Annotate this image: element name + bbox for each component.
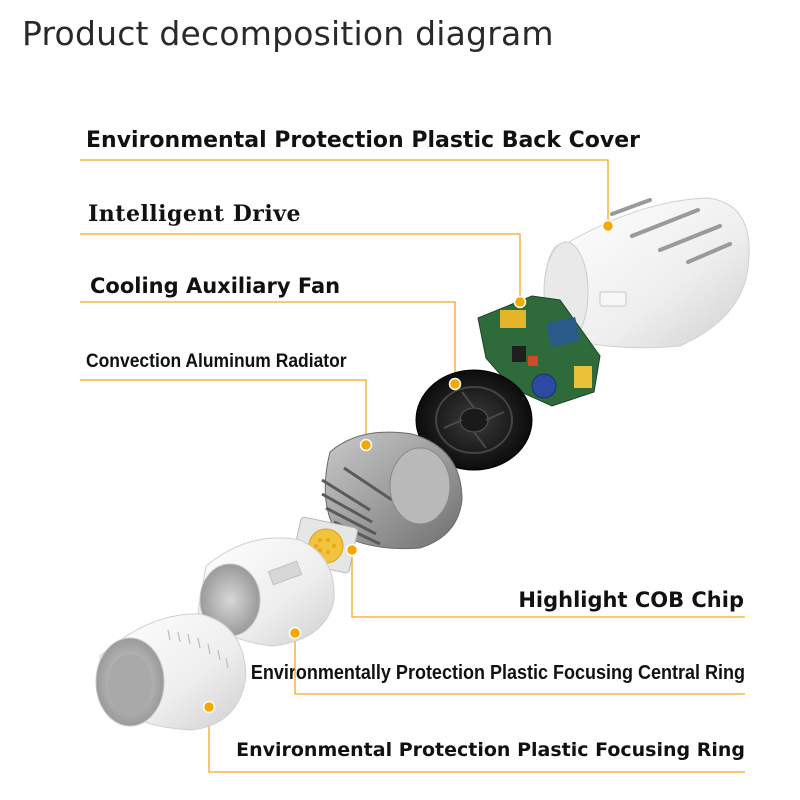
leader-line-central-ring (294, 633, 745, 695)
page-title: Product decomposition diagram (22, 14, 554, 53)
central-ring-part (197, 537, 335, 647)
label-back-cover: Environmental Protection Plastic Back Co… (86, 128, 641, 153)
label-cooling-fan: Cooling Auxiliary Fan (90, 274, 341, 298)
leader-line-focusing-ring (208, 707, 745, 773)
leader-lines (80, 159, 745, 773)
label-cob-chip: Highlight COB Chip (518, 588, 744, 612)
focusing-ring-part (95, 613, 247, 731)
aluminum-radiator-part (321, 431, 463, 550)
label-radiator: Convection Aluminum Radiator (86, 351, 347, 372)
marker-cob-chip (345, 543, 359, 557)
marker-intelligent-drive (513, 295, 527, 309)
callout-markers (202, 219, 615, 714)
marker-central-ring (288, 626, 302, 640)
leader-line-intelligent-drive (80, 233, 521, 300)
marker-radiator (359, 438, 373, 452)
marker-focusing-ring (202, 700, 216, 714)
leader-line-cob-chip (351, 550, 745, 618)
leader-line-back-cover (80, 159, 609, 226)
leader-line-radiator (80, 379, 367, 444)
label-intelligent-drive: Intelligent Drive (88, 201, 302, 227)
pcb-driver-part (477, 295, 601, 407)
marker-cooling-fan (448, 377, 462, 391)
label-central-ring: Environmentally Protection Plastic Focus… (250, 662, 745, 684)
cooling-fan-part (415, 369, 533, 471)
leader-line-cooling-fan (80, 301, 456, 383)
label-focusing-ring: Environmental Protection Plastic Focusin… (236, 739, 745, 761)
marker-back-cover (601, 219, 615, 233)
